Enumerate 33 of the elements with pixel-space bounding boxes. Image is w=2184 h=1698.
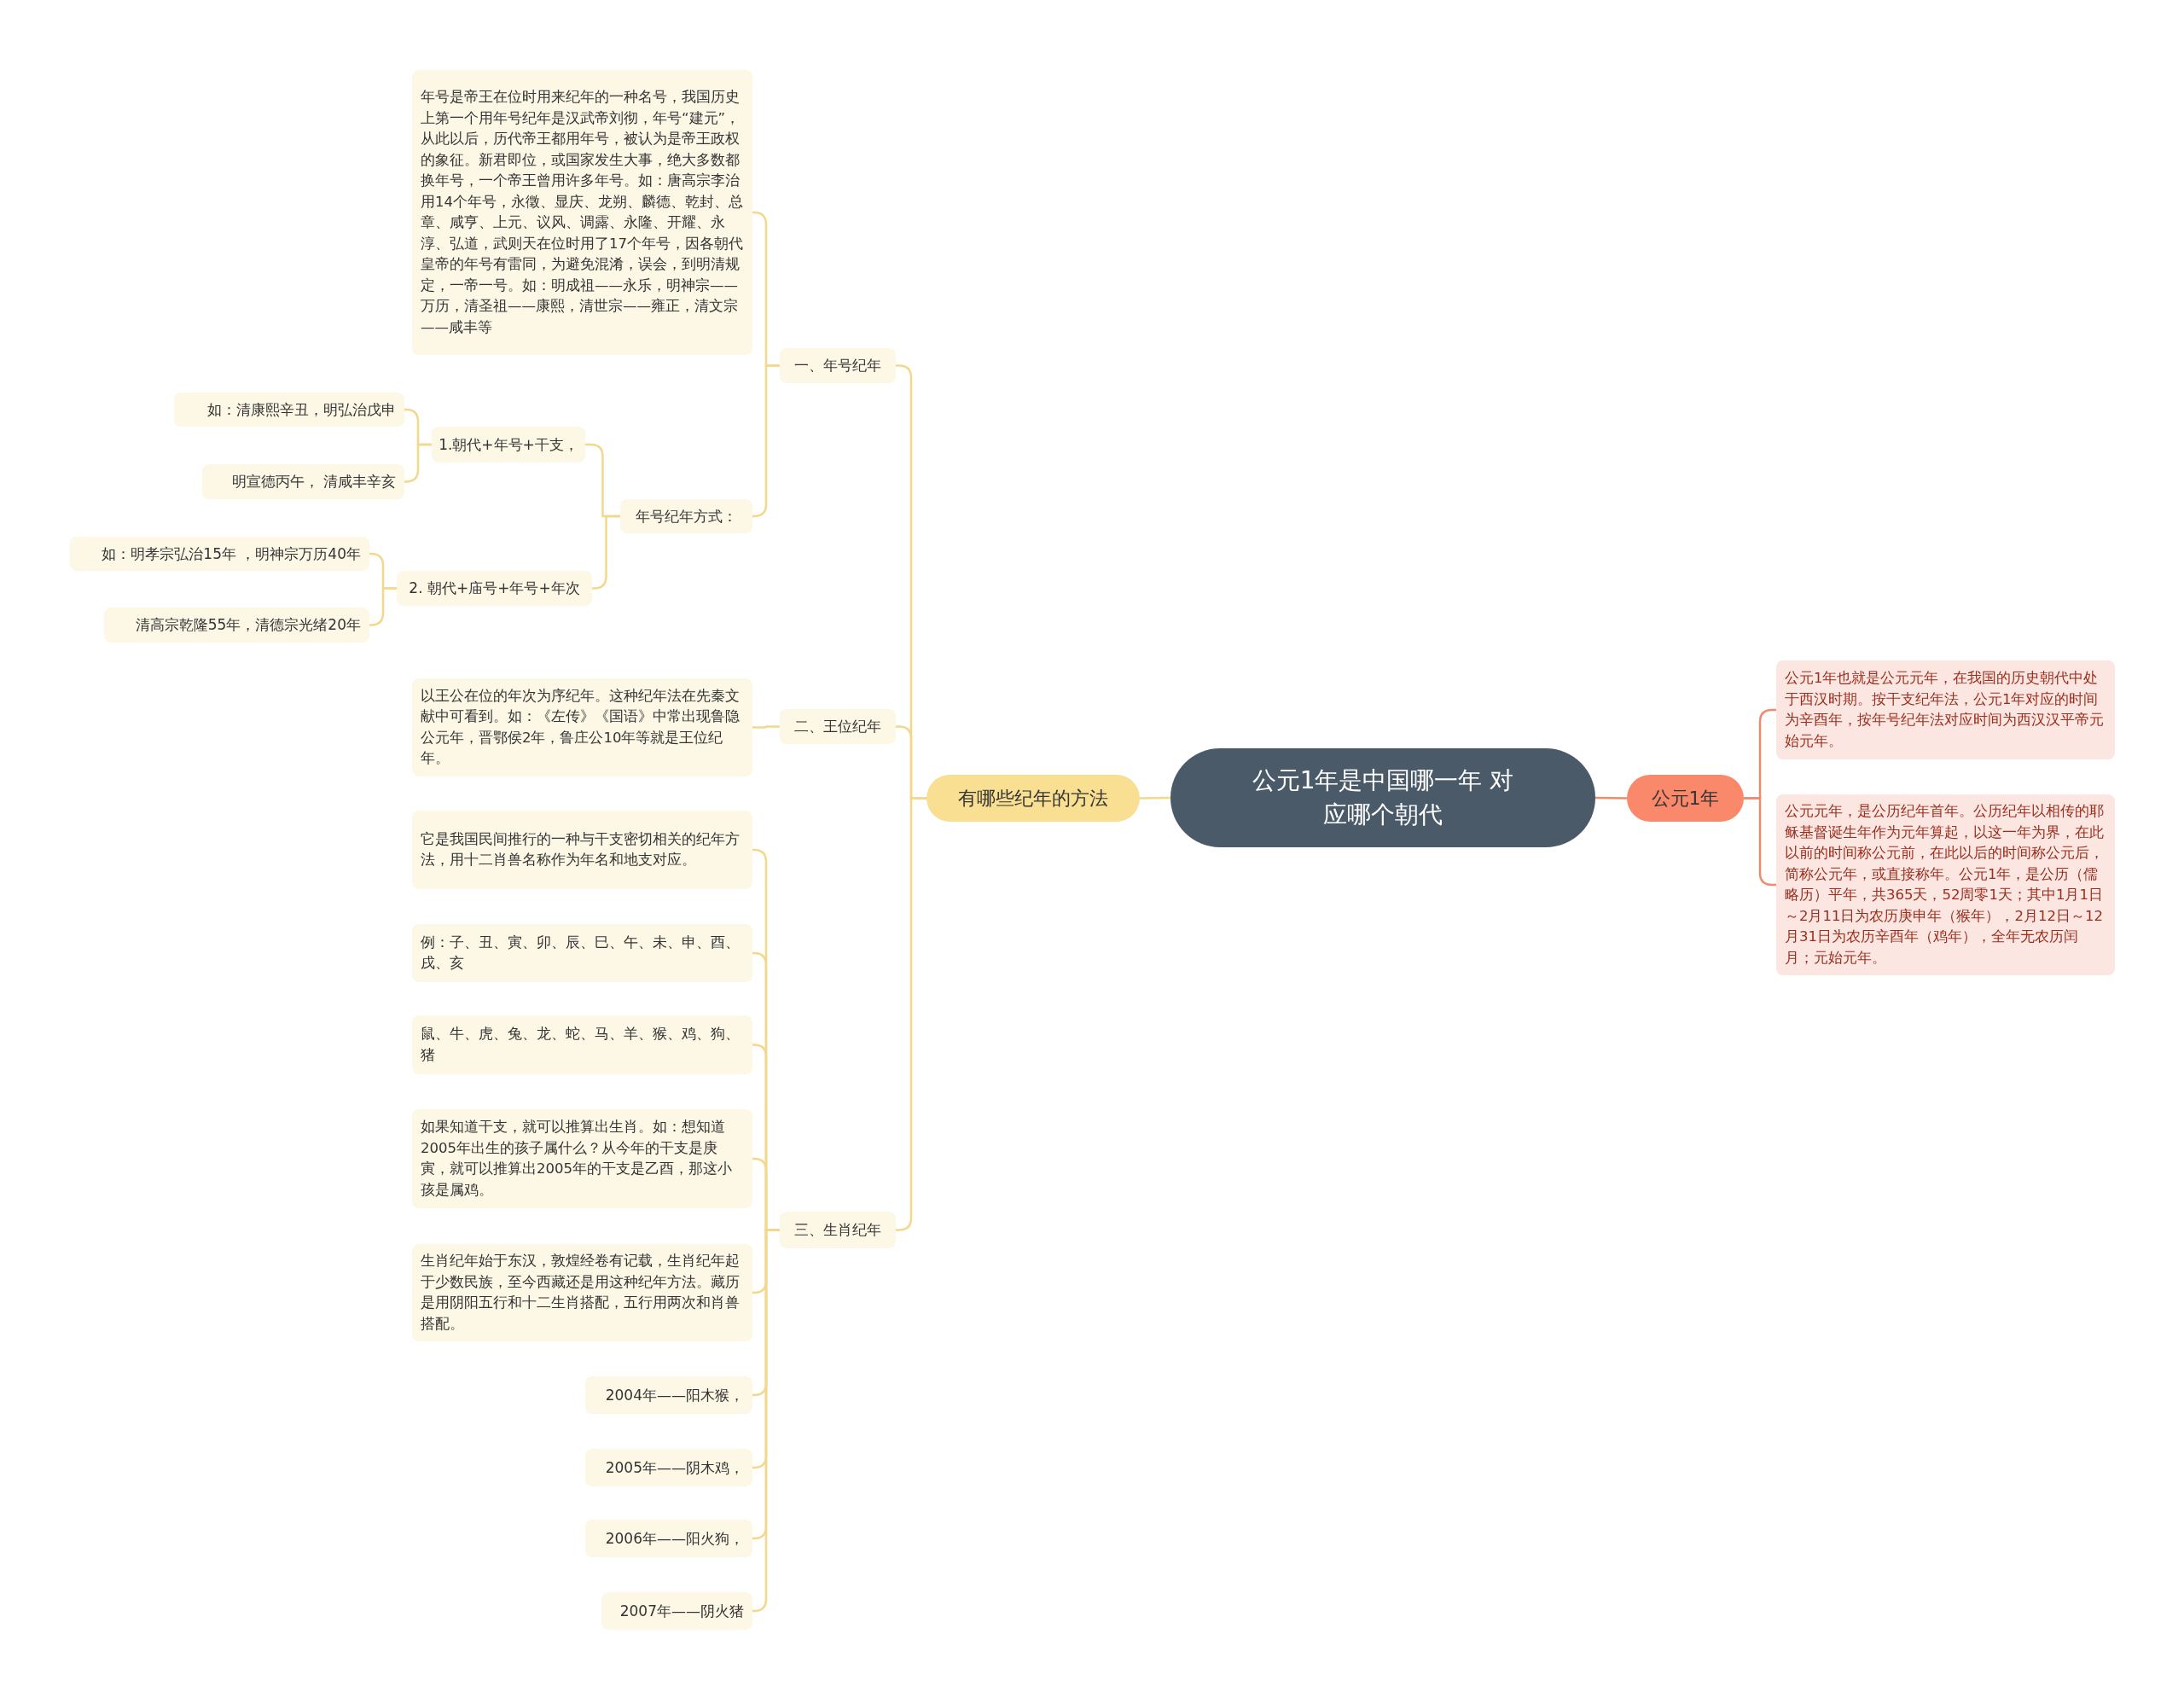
leaf-box: 2004年——阳木猴， — [585, 1376, 752, 1414]
leaf-box: 2005年——阴木鸡， — [585, 1449, 752, 1486]
note-box: 生肖纪年始于东汉，敦煌经卷有记载，生肖纪年起于少数民族，至今西藏还是用这种纪年方法。藏历是用阴阳五行和十二生肖搭配，五行用两次和肖兽搭配。 — [412, 1244, 752, 1341]
leaf-box: 如：清康熙辛丑，明弘治戊申 — [174, 393, 404, 427]
leaf-box: 如：明孝宗弘治15年 ，明神宗万历40年 — [70, 537, 369, 571]
connector-line — [752, 1229, 780, 1613]
central-topic: 公元1年是中国哪一年 对应哪个朝代 — [1170, 748, 1595, 847]
note-box: 公元元年，是公历纪年首年。公历纪年以相传的耶稣基督诞生年作为元年算起，以这一年为界，在此以前的时间称公元前，在此以后的时间称公元后，简称公元年，或直接称年。公元1年，是公历（儒略历）平年，共365天，52周零1天；其中1月1日～2月11日为农历庚申年（猴年），2月12日～12月31日为农历辛酉年（鸡年），全年无农历闰月；元始元年。 — [1776, 794, 2115, 975]
connector-line — [1595, 796, 1627, 800]
note-box: 例：子、丑、寅、卯、辰、巳、午、未、申、酉、戌、亥 — [412, 924, 752, 982]
leaf-box: 2007年——阴火猪 — [601, 1592, 752, 1630]
subtopic-box: 一、年号纪年 — [780, 348, 896, 383]
leaf-box: 2006年——阳火狗， — [585, 1520, 752, 1557]
branch-topic: 有哪些纪年的方法 — [926, 775, 1140, 822]
note-box: 它是我国民间推行的一种与干支密切相关的纪年方法，用十二肖兽名称作为年名和地支对应。 — [412, 811, 752, 889]
note-box: 以王公在位的年次为序纪年。这种纪年法在先秦文献中可看到。如：《左传》《国语》中常出现鲁隐公元年，晋鄂侯2年，鲁庄公10年等就是王位纪年。 — [412, 678, 752, 776]
connector-line — [369, 587, 397, 626]
subtopic-box: 二、王位纪年 — [780, 709, 896, 744]
connector-line — [1140, 796, 1170, 800]
leaf-box: 清高宗乾隆55年，清德宗光绪20年 — [104, 608, 369, 643]
note-box: 如果知道干支，就可以推算出生肖。如：想知道2005年出生的孩子属什么？从今年的干支是庚寅，就可以推算出2005年的干支是乙酉，那这小孩是属鸡。 — [412, 1109, 752, 1208]
subtopic-box: 年号纪年方式： — [620, 499, 752, 533]
connector-line — [752, 725, 780, 729]
note-box: 年号是帝王在位时用来纪年的一种名号，我国历史上第一个用年号纪年是汉武帝刘彻，年号“建元”，从此以后，历代帝王都用年号，被认为是帝王政权的象征。新君即位，或国家发生大事，绝大多数都换年号，一个帝王曾用许多年号。如：唐高宗李治用14个年号，永徵、显庆、龙朔、麟德、乾封、总章、咸亨、上元、议风、调露、永隆、开耀、永淳、弘道，武则天在位时用了17个年号，因各朝代皇帝的年号有雷同，为避免混淆，误会，到明清规定，一帝一号。如：明成祖——永乐，明神宗——万历，清圣祖——康熙，清世宗——雍正，清文宗——咸丰等 — [412, 70, 752, 355]
note-box: 公元1年也就是公元元年，在我国的历史朝代中处于西汉时期。按干支纪年法，公元1年对应的时间为辛酉年，按年号纪年法对应时间为西汉汉平帝元始元年。 — [1776, 660, 2115, 759]
leaf-box: 明宣德丙午， 清咸丰辛亥 — [202, 464, 404, 499]
subtopic-box: 1.朝代+年号+干支， — [432, 427, 585, 462]
note-box: 鼠、牛、虎、兔、龙、蛇、马、羊、猴、鸡、狗、猪 — [412, 1015, 752, 1074]
subtopic-box: 2. 朝代+庙号+年号+年次 — [397, 571, 592, 606]
branch-topic: 公元1年 — [1627, 775, 1744, 822]
connector-line — [752, 364, 780, 518]
connector-line — [404, 443, 432, 483]
subtopic-box: 三、生肖纪年 — [780, 1212, 896, 1248]
